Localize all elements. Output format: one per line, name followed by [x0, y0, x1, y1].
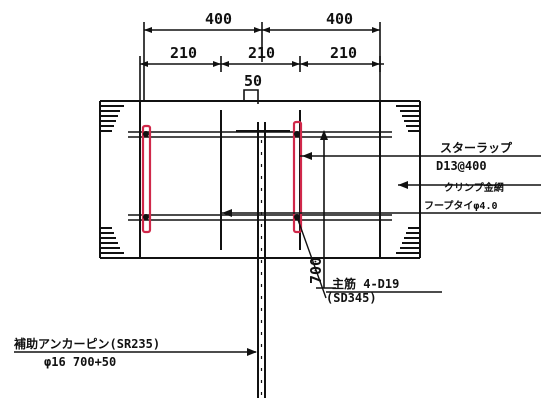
dim-mid-center: 210 [248, 44, 275, 62]
left-end-hatching [100, 105, 124, 254]
label-crimp-band: クリンプ金網 [444, 181, 504, 194]
top-dimension-chain [139, 22, 384, 104]
beam-outline [99, 100, 421, 259]
label-main-bar-grade: (SD345) [326, 291, 377, 305]
dim-700-arrow [320, 130, 328, 140]
dim-700-line [316, 132, 336, 289]
anchor-pin [236, 122, 290, 398]
dim-top-left: 400 [205, 10, 232, 28]
dim-small-50: 50 [244, 72, 262, 90]
label-stirrup-spec: D13@400 [436, 159, 487, 173]
label-leaders [222, 155, 541, 214]
main-bars-horizontal [128, 131, 392, 221]
label-hoop-tie: フープタイφ4.0 [424, 199, 497, 212]
bar-section-dots [143, 131, 300, 220]
label-main-bar: 主筋 4-D19 [332, 276, 399, 291]
label-anchor-pin-spec: φ16 700+50 [44, 355, 116, 369]
red-stirrup-bars [141, 120, 303, 234]
leader-arrowheads [222, 152, 408, 217]
stirrup-lines [139, 101, 381, 258]
main-bar-leader [296, 216, 327, 299]
anchor-leader-arrow [247, 348, 257, 356]
label-stirrup-name: スターラップ [440, 140, 513, 155]
dim-top-right: 400 [326, 10, 353, 28]
dim-mid-left: 210 [170, 44, 197, 62]
dim-mid-right: 210 [330, 44, 357, 62]
dimension-arrowheads [140, 27, 380, 67]
right-end-hatching [396, 105, 420, 254]
label-anchor-pin: 補助アンカーピン(SR235) [13, 336, 160, 351]
